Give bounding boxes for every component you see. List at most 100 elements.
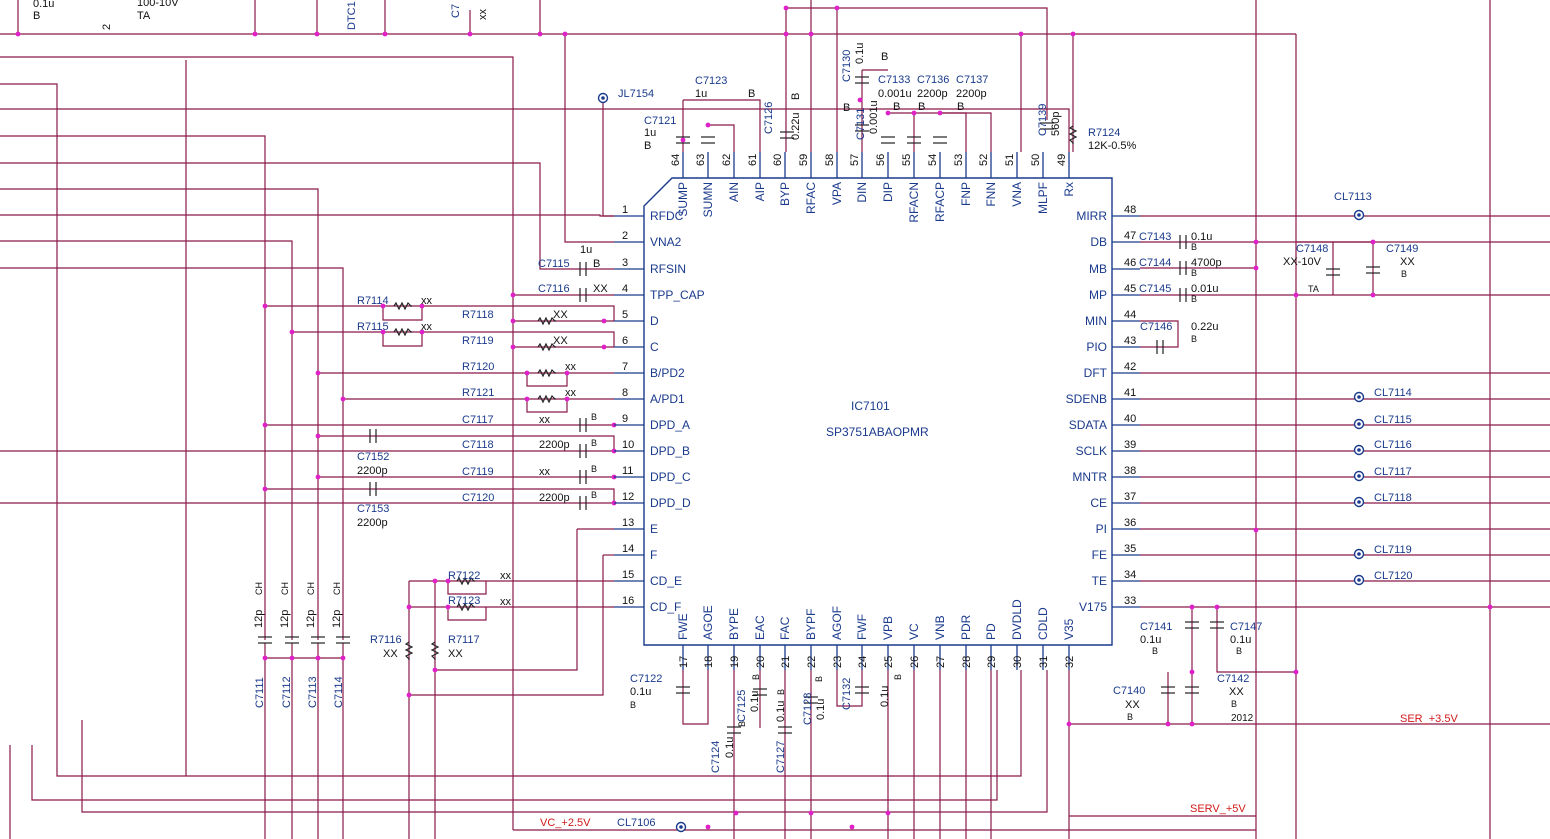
- c7140-code: B: [1127, 712, 1133, 722]
- wire-f-down: [409, 555, 604, 696]
- junction-dot: [601, 318, 607, 324]
- wire-min-pio: [1140, 320, 1179, 348]
- junction-dot: [1189, 604, 1195, 610]
- r7115-ref: R7115: [357, 321, 389, 333]
- c7113-val: 12p: [305, 610, 317, 628]
- top-c7-value: xx: [477, 9, 489, 21]
- r7114-ref: R7114: [357, 295, 389, 307]
- pin-name: MLPF: [1036, 182, 1050, 214]
- pin-name: DPD_D: [650, 496, 691, 510]
- pin-number: 52: [978, 154, 990, 166]
- c7133-ref: C7133: [878, 74, 910, 86]
- test-point-cl7116[interactable]: CL7116: [1353, 439, 1412, 456]
- c7124-code: B: [737, 721, 747, 727]
- jumper-jl7154[interactable]: [597, 92, 609, 104]
- pin-name: CDLD: [1036, 607, 1050, 640]
- pin-name: MB: [1089, 262, 1107, 276]
- test-point-cl7115[interactable]: CL7115: [1353, 414, 1412, 430]
- c7147-val: 0.1u: [1230, 634, 1251, 646]
- wire-r7121: [526, 399, 568, 413]
- test-point-cl7114[interactable]: CL7114: [1353, 387, 1412, 403]
- c7146-code: B: [1191, 334, 1197, 344]
- junction-dot: [524, 396, 530, 402]
- ic-body: [643, 177, 1113, 646]
- test-point-cl7113[interactable]: CL7113: [1334, 191, 1372, 221]
- test-point-cl7119[interactable]: CL7119: [1353, 544, 1412, 560]
- c7112-code: CH: [280, 582, 290, 595]
- c7121-val: 1u: [644, 127, 656, 139]
- wire-vna2: [564, 34, 614, 243]
- junction-dot: [1253, 239, 1259, 245]
- junction-dot: [783, 31, 789, 37]
- c7122-val: 0.1u: [630, 686, 651, 698]
- c7140-val: XX: [1125, 699, 1140, 711]
- test-point-cl7106[interactable]: CL7106: [617, 817, 687, 833]
- pin-name: SUMN: [701, 182, 715, 217]
- c7127-ref: C7127: [775, 741, 787, 773]
- r7118-val: XX: [553, 309, 568, 321]
- test-point-cl7120[interactable]: CL7120: [1353, 570, 1413, 586]
- junction-dot: [419, 303, 425, 309]
- pin-name: EAC: [753, 615, 767, 640]
- pin-name: FAC: [778, 616, 792, 640]
- top-dtc-label: DTC1: [346, 1, 358, 30]
- wire-c7122: [682, 670, 709, 725]
- c7128-code: B: [814, 676, 824, 682]
- pin-name: DB: [1090, 235, 1107, 249]
- c7152-val: 2200p: [357, 465, 388, 477]
- resistor-zigzag: [393, 327, 412, 337]
- c7114-ref: C7114: [333, 676, 345, 708]
- junction-dot: [432, 578, 438, 584]
- pin-name: VC: [907, 623, 921, 640]
- pin-number: 64: [670, 154, 682, 166]
- junction-dot: [445, 578, 451, 584]
- junction-dot: [937, 110, 943, 116]
- junction-dot: [510, 292, 516, 298]
- c7148-code: TA: [1308, 284, 1319, 294]
- c7119-val: xx: [539, 466, 551, 478]
- c7120-ref: C7120: [462, 492, 494, 504]
- c7123-ref: C7123: [695, 75, 727, 87]
- test-point-cl7118[interactable]: CL7118: [1353, 492, 1412, 508]
- rail-ser-label: SER_+3.5V: [1400, 713, 1458, 725]
- ic-reference: IC7101: [851, 399, 890, 413]
- c7114-val: 12p: [331, 610, 343, 628]
- c7124-val: 0.1u: [724, 737, 736, 758]
- test-point-cl7117[interactable]: CL7117: [1353, 466, 1412, 482]
- year-label: 2012: [1231, 713, 1254, 724]
- cl7106-label: CL7106: [617, 817, 656, 829]
- c7117-code: B: [591, 412, 597, 422]
- pin-name: DIN: [855, 182, 869, 203]
- pin-name: MIRR: [1076, 209, 1107, 223]
- cl7117-label: CL7117: [1374, 466, 1412, 478]
- c7114-code: CH: [332, 582, 342, 595]
- r7117-val: XX: [448, 648, 463, 660]
- junction-dot: [680, 137, 686, 143]
- pin-name: DVDLD: [1010, 599, 1024, 640]
- wire-left-11: [31, 670, 998, 801]
- junction-dot: [1253, 265, 1259, 271]
- pin-name: FWF: [855, 614, 869, 640]
- pin-name: FNP: [959, 182, 973, 206]
- c7145-ref: C7145: [1139, 283, 1171, 295]
- pin-name: CE: [1090, 496, 1107, 510]
- wire-sumn-ain: [708, 124, 735, 152]
- c7111-code: CH: [254, 582, 264, 595]
- junction-dot: [289, 329, 295, 335]
- pin-name: MIN: [1085, 314, 1107, 328]
- pin-number: 22: [806, 656, 818, 668]
- cl7115-label: CL7115: [1374, 414, 1412, 426]
- pin-number: 33: [1124, 595, 1136, 607]
- c7115-ref: C7115: [538, 258, 570, 270]
- wire-left-4: [0, 135, 266, 640]
- pin-number: 39: [1124, 439, 1136, 451]
- c7148-val: XX-10V: [1283, 256, 1322, 268]
- junction-dot: [262, 303, 268, 309]
- pin-number: 10: [622, 439, 634, 451]
- top-left-code: B: [33, 10, 40, 22]
- junction-dot: [911, 110, 917, 116]
- resistor-zigzag: [537, 394, 556, 404]
- pin-number: 13: [622, 517, 634, 529]
- r7116-ref: R7116: [370, 634, 402, 646]
